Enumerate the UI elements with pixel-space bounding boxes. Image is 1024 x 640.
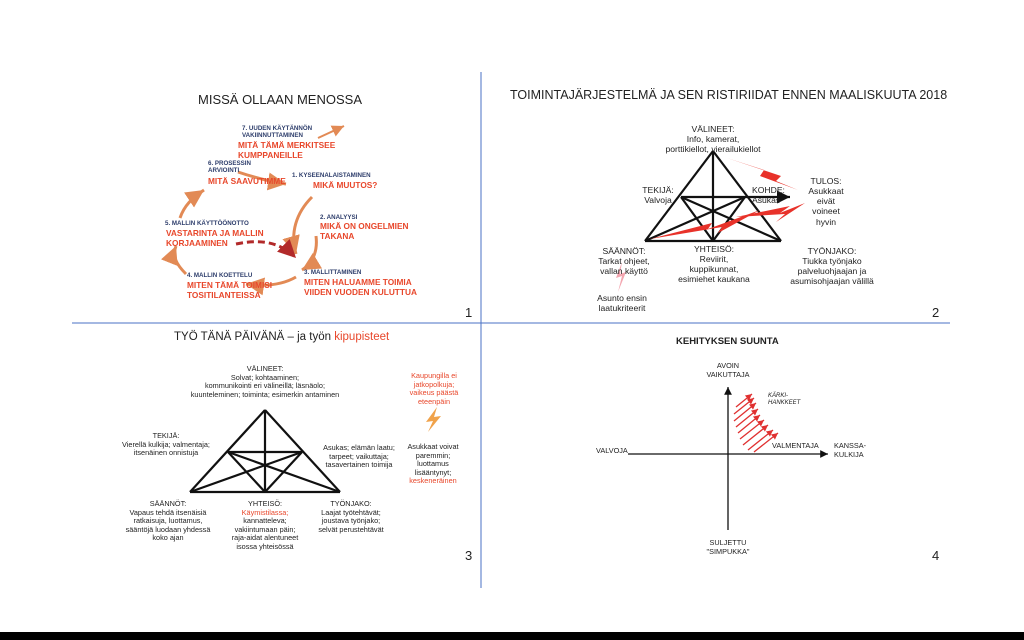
q2-tulos: TULOS: Asukkaat eivät voineet hyvin [808,176,844,227]
q2-tekija: TEKIJÄ: Valvoja [642,185,674,206]
q1-step-6-heading: 6. PROSESSIN ARVIOINTI [208,160,251,175]
q3-tyonjako: TYÖNJAKO: Laajat työtehtävät; joustava t… [318,499,384,534]
q1-dashed-return-arrow [235,238,298,260]
q2-note: Asunto ensin laatukriteerit [597,293,647,314]
q4-right-label: KANSSA- KULKIJA [834,441,867,459]
q1-step-7-question: MITÄ TÄMÄ MERKITSEE KUMPPANEILLE [238,140,336,160]
q3-yhteiso-red: Käymistilassa; [241,507,289,517]
q1-step-5-question: VASTARINTA JA MALLIN KORJAAMINEN [166,228,264,248]
q2-tyonjako: TYÖNJAKO: Tiukka työnjako palveluohjaaja… [790,246,874,287]
q4-top-label: AVOIN VAIKUTTAJA [706,361,750,379]
q3-yhteiso-label: YHTEISÖ: [247,499,283,508]
q1-step-4-question: MITEN TÄMÄ TOIMISI TOSITILANTEISSA [187,280,273,300]
q3-red-note: Kaupungilla ei jatkopolkuja; vaikeus pää… [409,371,459,406]
q3-tulos-red: keskeneräinen [409,476,457,486]
q1-step-5-heading: 5. MALLIN KÄYTTÖÖNOTTO [165,220,249,227]
q1-step-3-question: MITEN HALUAMME TOIMIA VIIDEN VUODEN KULU… [304,277,417,297]
q1-cycle-arrows [160,125,345,296]
q2-activity-triangle [644,150,790,243]
q4-annotation: KÄRKI- HANKKEET [768,393,801,407]
q4-title: KEHITYKSEN SUUNTA [676,336,779,347]
q3-yhteiso-rest: kannatteleva; vakiintumaan päin; raja-ai… [231,516,299,552]
q1-step-2-question: MIKÄ ON ONGELMIEN TAKANA [320,221,409,241]
q3-tulos: Asukkaat voivat paremmin; luottamus lisä… [396,442,470,486]
q1-step-2-heading: 2. ANALYYSI [320,214,358,221]
q1-step-1-heading: 1. KYSEENALAISTAMINEN [292,172,371,179]
q1-step-7-heading: 7. UUDEN KÄYTÄNNÖN VAKIINNUTTAMINEN [242,125,313,140]
q4-mid-label: VALMENTAJA [772,441,819,450]
q1-title: MISSÄ OLLAAN MENOSSA [198,92,362,107]
q4-karkihankkeet-arrows [733,393,779,453]
q3-kohde: Asukas; elämän laatu; tarpeet; vaikuttaj… [323,443,395,470]
q4-bottom-label: SULJETTU "SIMPUKKA" [706,538,750,556]
q4-left-label: VALVOJA [596,446,628,455]
q2-pink-spark [616,262,626,292]
q1-page-number: 1 [465,305,473,320]
q2-saannot: SÄÄNNÖT: Tarkat ohjeet, vallan käyttö [598,246,650,277]
q2-yhteiso: YHTEISÖ: Reviirit, kuppikunnat, esimiehe… [678,244,750,285]
q2-kohde: KOHDE: Asukas [752,185,785,206]
q2-contradiction-bolts [650,158,805,239]
q2-valineet: VÄLINEET: Info, kamerat, porttikiellot, … [665,124,761,155]
q3-tulos-text: Asukkaat voivat paremmin; luottamus lisä… [407,442,459,477]
q3-activity-triangle [189,409,341,494]
q1-step-3-heading: 3. MALLITTAMINEN [304,269,362,276]
q3-orange-bolt [426,407,441,432]
q3-yhteiso: YHTEISÖ: Käymistilassa; kannatteleva; va… [216,499,314,552]
q3-title-red: kipupisteet [334,331,390,343]
q3-title-main: TYÖ TÄNÄ PÄIVÄNÄ – ja työn [174,331,335,343]
q3-valineet: VÄLINEET: Solvat; kohtaaminen; kommuniko… [190,364,340,399]
q3-page-number: 3 [465,548,473,563]
q3-tekija: TEKIJÄ: Vierellä kulkija; valmentaja; it… [122,431,210,458]
q2-page-number: 2 [932,305,940,320]
q3-saannot: SÄÄNNÖT: Vapaus tehdä itsenäisiä ratkais… [125,499,211,543]
q1-step-6-question: MITÄ SAAVUTIMME [208,176,286,186]
q1-step-4-heading: 4. MALLIN KOETTELU [187,272,253,279]
q1-step-1-question: MIKÄ MUUTOS? [313,180,378,190]
q2-title: TOIMINTAJÄRJESTELMÄ JA SEN RISTIRIIDAT E… [510,88,948,102]
q4-page-number: 4 [932,548,940,563]
q4-axes [628,387,828,530]
q3-title: TYÖ TÄNÄ PÄIVÄNÄ – ja työn kipupisteet [174,331,389,345]
